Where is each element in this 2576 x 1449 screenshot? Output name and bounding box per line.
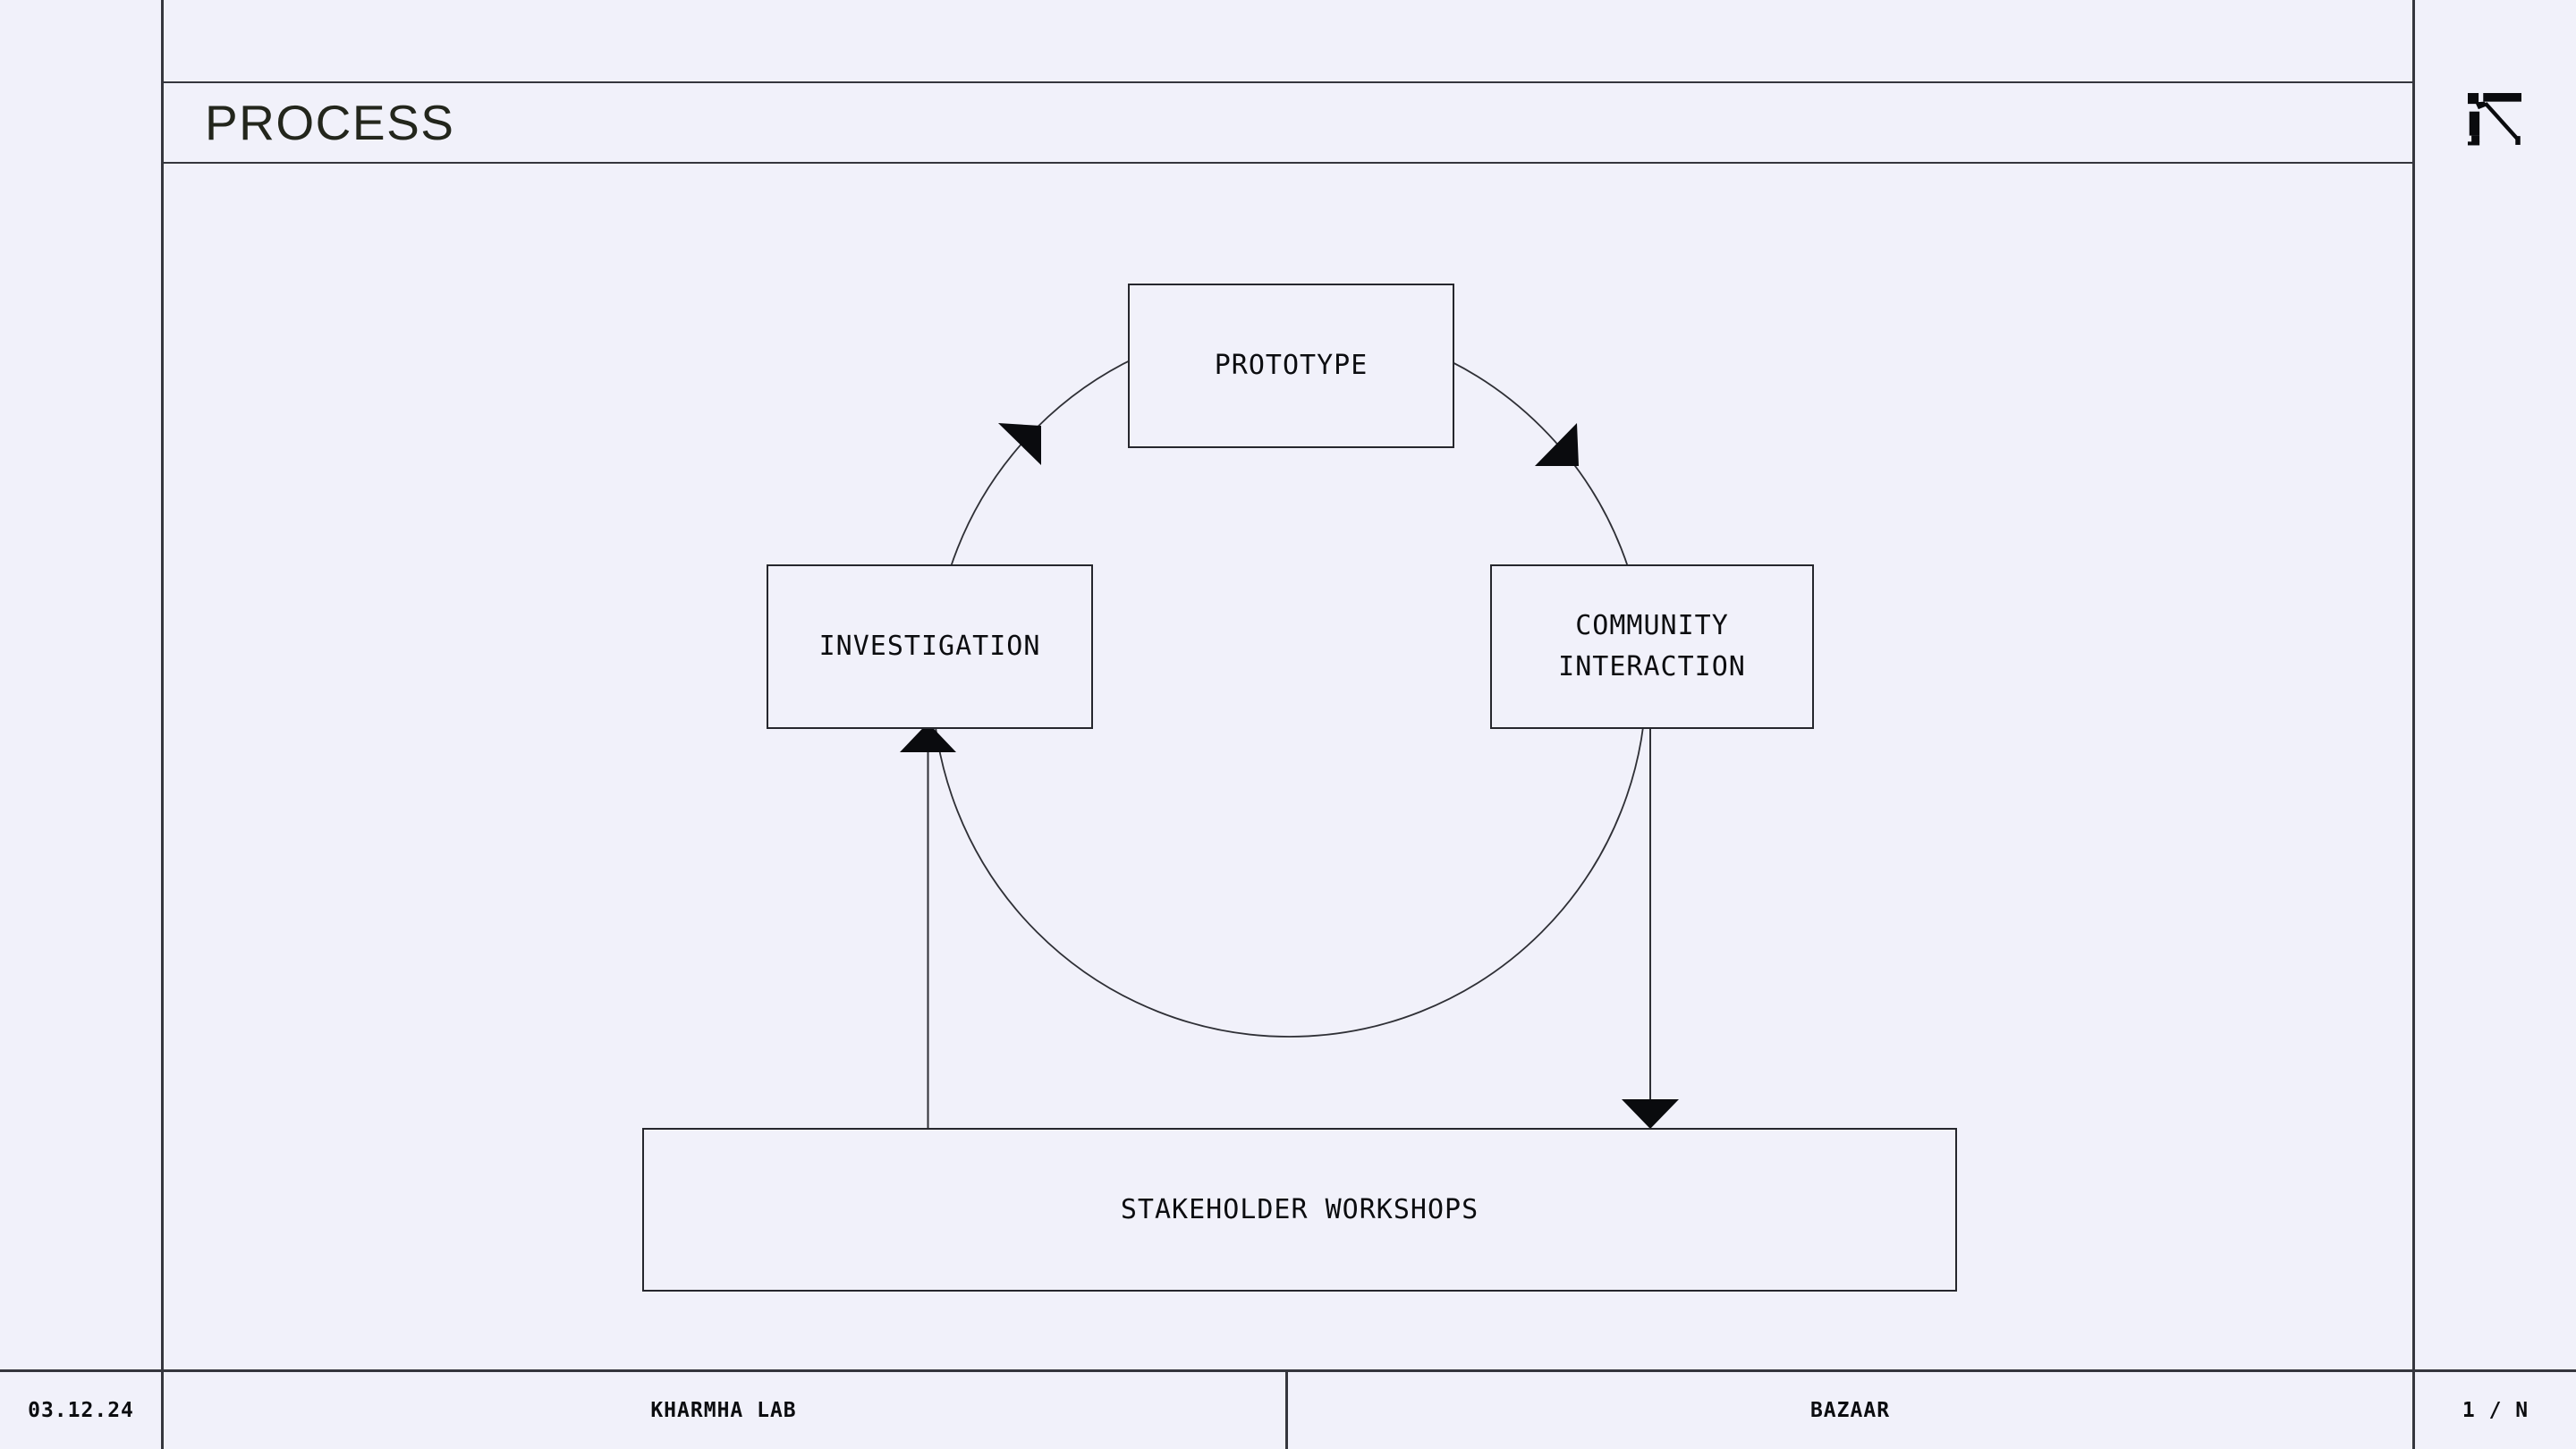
node-investigation: INVESTIGATION bbox=[767, 564, 1093, 729]
node-stakeholder-workshops: STAKEHOLDER WORKSHOPS bbox=[642, 1128, 1957, 1292]
title-bar-bottom-line bbox=[162, 162, 2414, 164]
footer-page-indicator: 1 / N bbox=[2462, 1399, 2529, 1422]
footer-date: 03.12.24 bbox=[28, 1399, 134, 1422]
arrow-up-left-logo-icon bbox=[2468, 93, 2521, 146]
node-prototype-label: PROTOTYPE bbox=[1214, 350, 1368, 381]
node-investigation-label: INVESTIGATION bbox=[818, 631, 1041, 662]
page-title: PROCESS bbox=[205, 95, 455, 150]
frame-line-left bbox=[161, 0, 164, 1449]
title-bar-top-line bbox=[162, 81, 2414, 83]
arrowhead-down-icon bbox=[1622, 1099, 1679, 1129]
footer-project-name: BAZAAR bbox=[1809, 1399, 1891, 1422]
arrowhead-arc-upleft-icon bbox=[998, 423, 1041, 465]
arrowhead-arc-upright-icon bbox=[1535, 423, 1579, 466]
footer-divider-line bbox=[1285, 1369, 1288, 1449]
node-stakeholder-workshops-label: STAKEHOLDER WORKSHOPS bbox=[1120, 1193, 1479, 1225]
arrowhead-up-icon bbox=[900, 723, 956, 752]
footer-studio-name: KHARMHA LAB bbox=[650, 1399, 797, 1422]
node-prototype: PROTOTYPE bbox=[1128, 284, 1454, 448]
frame-line-right bbox=[2412, 0, 2415, 1449]
footer-top-line bbox=[0, 1369, 2576, 1372]
